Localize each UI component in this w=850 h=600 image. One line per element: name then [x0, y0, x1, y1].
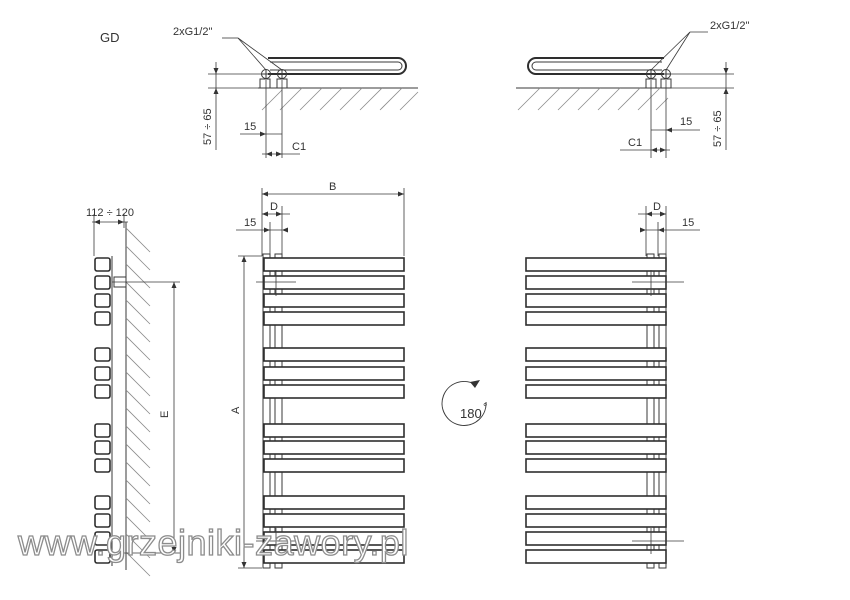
radiator-bar [263, 549, 405, 564]
radiator-bar [525, 293, 667, 308]
radiator-bar [525, 495, 667, 510]
radiator-bar [263, 423, 405, 438]
side-bar-profile [94, 458, 111, 473]
side-bar-profile [94, 531, 111, 546]
side-bar-profile [94, 257, 111, 272]
radiator-bar [263, 366, 405, 381]
side-bar-profile [94, 423, 111, 438]
rotation-symbol: 180 ° [441, 380, 487, 426]
watermark: www.grzejniki-zawory.pl [17, 522, 409, 563]
dim-c1-plan-right: C1 [628, 137, 642, 149]
right-post [658, 253, 667, 569]
radiator-bar [263, 257, 405, 272]
wall-hatch-top-right [517, 87, 669, 111]
plan-bar-right [527, 57, 664, 75]
side-bar-profile [94, 513, 111, 528]
wall-hatch-top-left [261, 87, 419, 111]
front-view-mirrored: D 15 [525, 201, 700, 569]
radiator-bar [525, 311, 667, 326]
radiator-bar [525, 275, 667, 290]
connection-label-right: 2xG1/2" [710, 20, 749, 32]
radiator-bar [263, 513, 405, 528]
radiator-bar [525, 366, 667, 381]
wall-distance-label-left: 57 ÷ 65 [202, 108, 214, 145]
radiator-bar [525, 257, 667, 272]
dim-b-label: B [329, 181, 336, 193]
side-bars [94, 256, 113, 566]
radiator-bar [525, 384, 667, 399]
side-bar-profile [94, 275, 111, 290]
plan-view-right: 2xG1/2" 57 ÷ 65 15 C1 [516, 20, 749, 158]
side-bar-profile [94, 384, 111, 399]
front-post [262, 253, 271, 569]
side-depth-label: 112 ÷ 120 [86, 207, 134, 219]
right-bars [525, 257, 667, 564]
front-bars [263, 257, 405, 564]
rotation-arrow-icon [441, 381, 487, 426]
radiator-bar [263, 311, 405, 326]
wall-hatch-side [125, 227, 151, 577]
wall-distance-label-right: 57 ÷ 65 [712, 110, 724, 147]
radiator-bar [525, 423, 667, 438]
front-view: B D 15 A [230, 181, 405, 569]
radiator-bar [263, 293, 405, 308]
radiator-bar [525, 347, 667, 362]
radiator-bar [263, 384, 405, 399]
radiator-bar [263, 275, 405, 290]
dim-d-label-right: D [653, 201, 661, 213]
rotation-degree: ° [483, 402, 487, 414]
side-bar-profile [94, 311, 111, 326]
dim-d-label-front: D [270, 201, 278, 213]
side-bar-profile [94, 549, 111, 564]
radiator-bar [525, 440, 667, 455]
front-post [274, 253, 283, 569]
side-bar-profile [94, 495, 111, 510]
dim-c1-plan-left: C1 [292, 141, 306, 153]
radiator-bar [263, 347, 405, 362]
model-label: GD [100, 30, 120, 45]
connection-label-left: 2xG1/2" [173, 26, 212, 38]
radiator-bar [525, 458, 667, 473]
dim-15-front: 15 [244, 217, 256, 229]
dim-15-plan-right: 15 [680, 116, 692, 128]
side-bar-profile [94, 366, 111, 381]
dim-e-label: E [159, 411, 171, 418]
radiator-bar [263, 531, 405, 546]
radiator-bar [525, 513, 667, 528]
dim-15-plan-left: 15 [244, 121, 256, 133]
side-bar-profile [94, 293, 111, 308]
side-bar-profile [94, 347, 111, 362]
radiator-bar [263, 495, 405, 510]
rotation-label: 180 [460, 406, 482, 421]
side-view: 112 ÷ 120 E [86, 207, 180, 577]
radiator-bar [263, 440, 405, 455]
dim-15-right: 15 [682, 217, 694, 229]
side-bar-profile [94, 440, 111, 455]
dim-a-label: A [230, 406, 242, 414]
plan-view-left: GD 2xG1/2" 57 ÷ [100, 26, 419, 158]
radiator-bar [263, 458, 405, 473]
radiator-bar [525, 549, 667, 564]
radiator-bar [525, 531, 667, 546]
right-post [646, 253, 655, 569]
plan-bar-left [268, 57, 407, 75]
